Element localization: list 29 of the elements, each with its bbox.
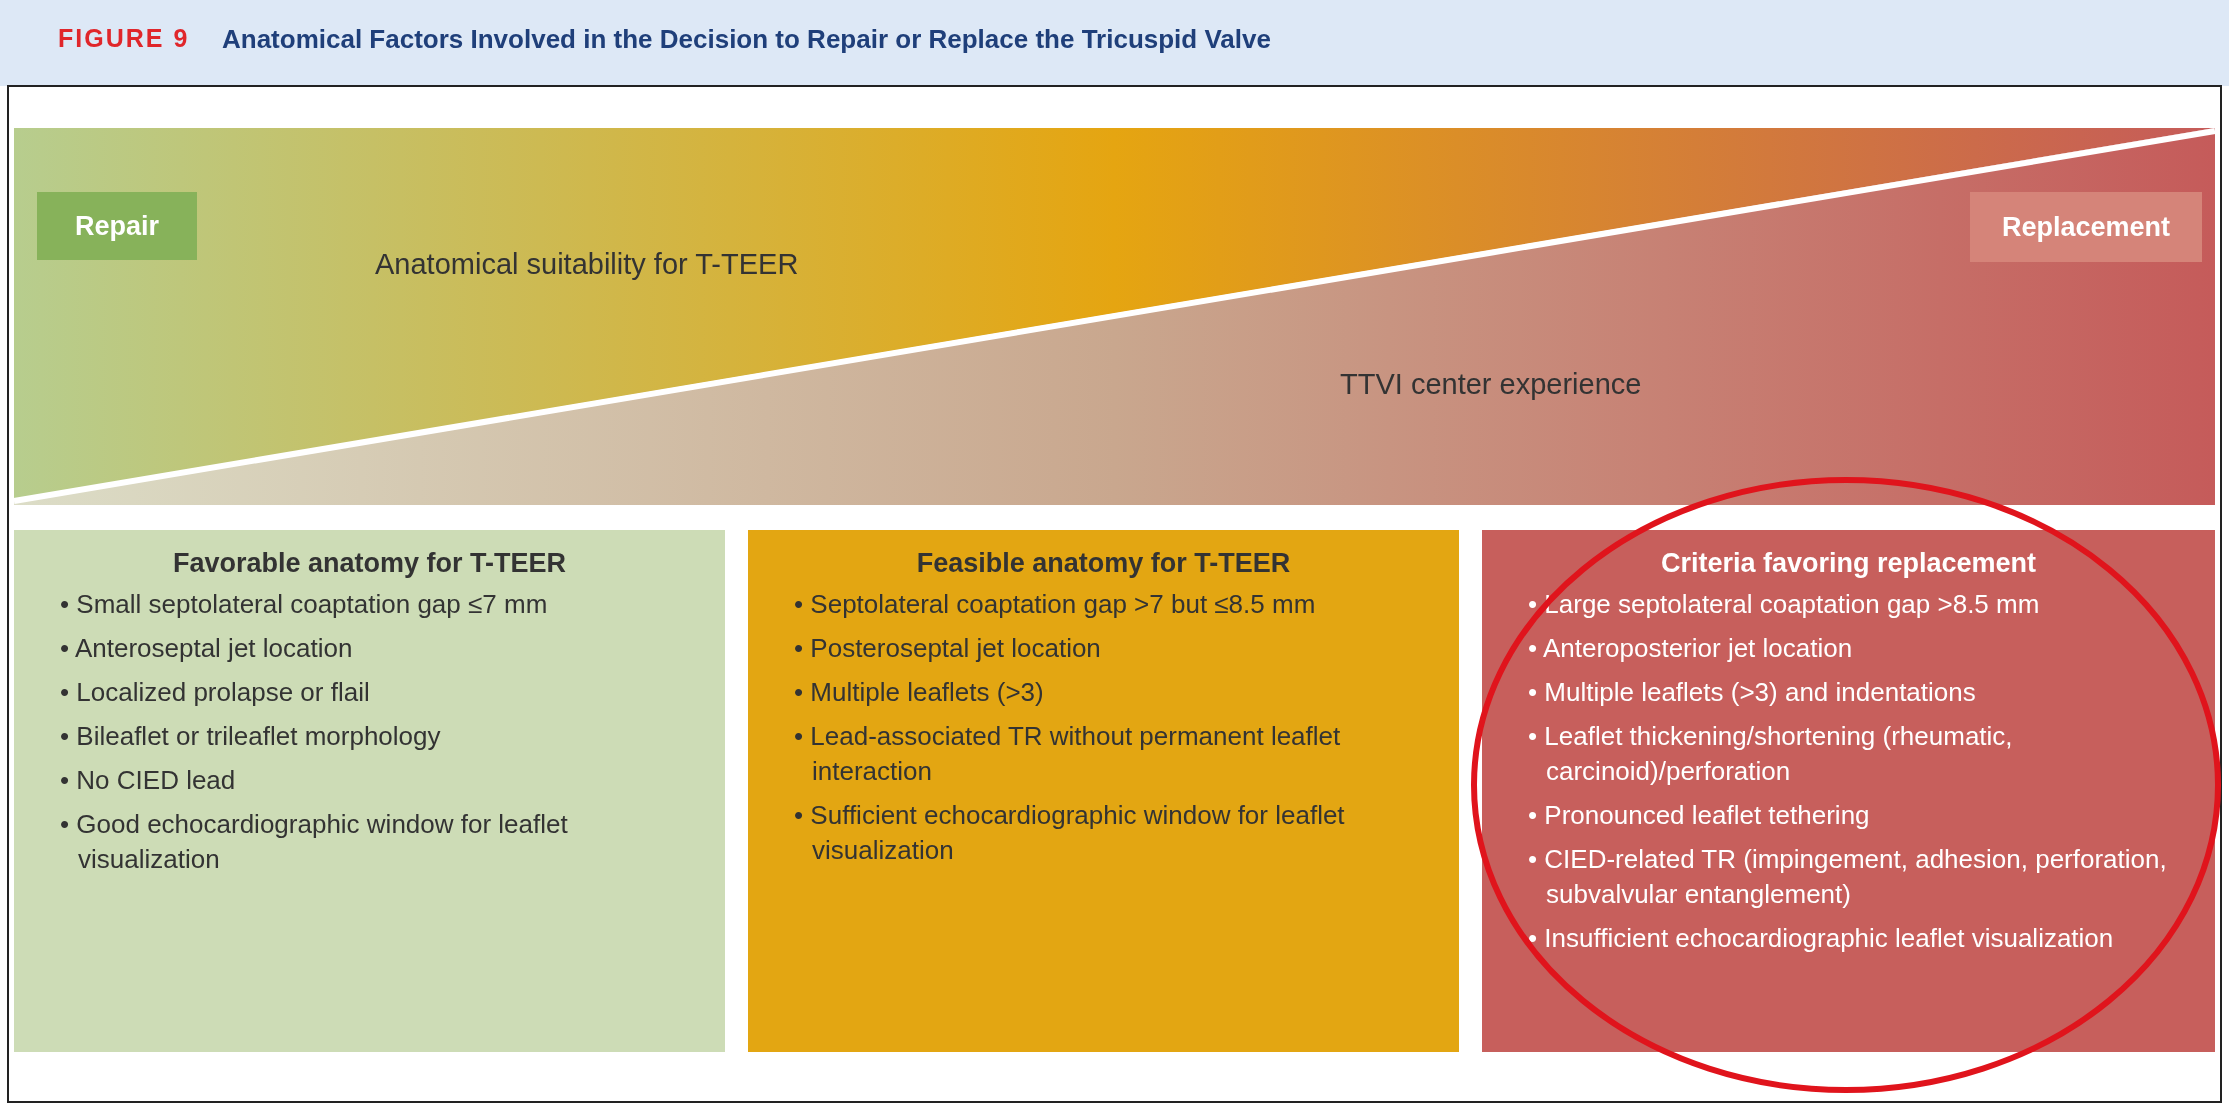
bullet-item: • Insufficient echocardiographic leaflet visualization <box>1528 922 2115 955</box>
bullet-item: • Sufficient echocardiographic window for leaflet visualization <box>794 799 1346 867</box>
criteria-panel <box>1482 530 2215 1052</box>
bullet-item: • No CIED lead <box>60 764 237 797</box>
bullet-item: • Posteroseptal jet location <box>794 632 1102 665</box>
bullet-item: • Anteroposterior jet location <box>1528 632 1854 665</box>
repair-tag: Repair <box>37 192 197 260</box>
bullet-item: • Good echocardiographic window for leaflet visualization <box>60 808 569 876</box>
criteria-panel <box>748 530 1459 1052</box>
bullet-item: • Small septolateral coaptation gap ≤7 mm <box>60 588 549 621</box>
bullet-item: • Bileaflet or trileaflet morphology <box>60 720 442 753</box>
figure-number: FIGURE 9 <box>58 24 190 53</box>
bullet-item: • Multiple leaflets (>3) and indentations <box>1528 676 1977 709</box>
bullet-item: • Pronounced leaflet tethering <box>1528 799 1871 832</box>
bullet-item: • CIED-related TR (impingement, adhesion, perforation, subvalvular entanglement) <box>1528 843 2168 911</box>
axis-text: TTVI center experience <box>1340 368 1642 401</box>
figure-title: Anatomical Factors Involved in the Decision to Repair or Replace the Tricuspid Valve <box>222 24 1271 55</box>
bullet-item: • Localized prolapse or flail <box>60 676 371 709</box>
bullet-item: • Multiple leaflets (>3) <box>794 676 1045 709</box>
panel-heading: Feasible anatomy for T-TEER <box>915 548 1292 579</box>
bullet-item: • Anteroseptal jet location <box>60 632 354 665</box>
bullet-item: • Lead-associated TR without permanent leaflet interaction <box>794 720 1342 788</box>
panel-heading: Criteria favoring replacement <box>1659 548 2038 579</box>
axis-text: Anatomical suitability for T-TEER <box>375 248 799 281</box>
bullet-item: • Septolateral coaptation gap >7 but ≤8.5 mm <box>794 588 1317 621</box>
panel-heading: Favorable anatomy for T-TEER <box>171 548 568 579</box>
criteria-panel <box>14 530 725 1052</box>
replacement-tag: Replacement <box>1970 192 2202 262</box>
bullet-item: • Leaflet thickening/shortening (rheumatic, carcinoid)/perforation <box>1528 720 2014 788</box>
